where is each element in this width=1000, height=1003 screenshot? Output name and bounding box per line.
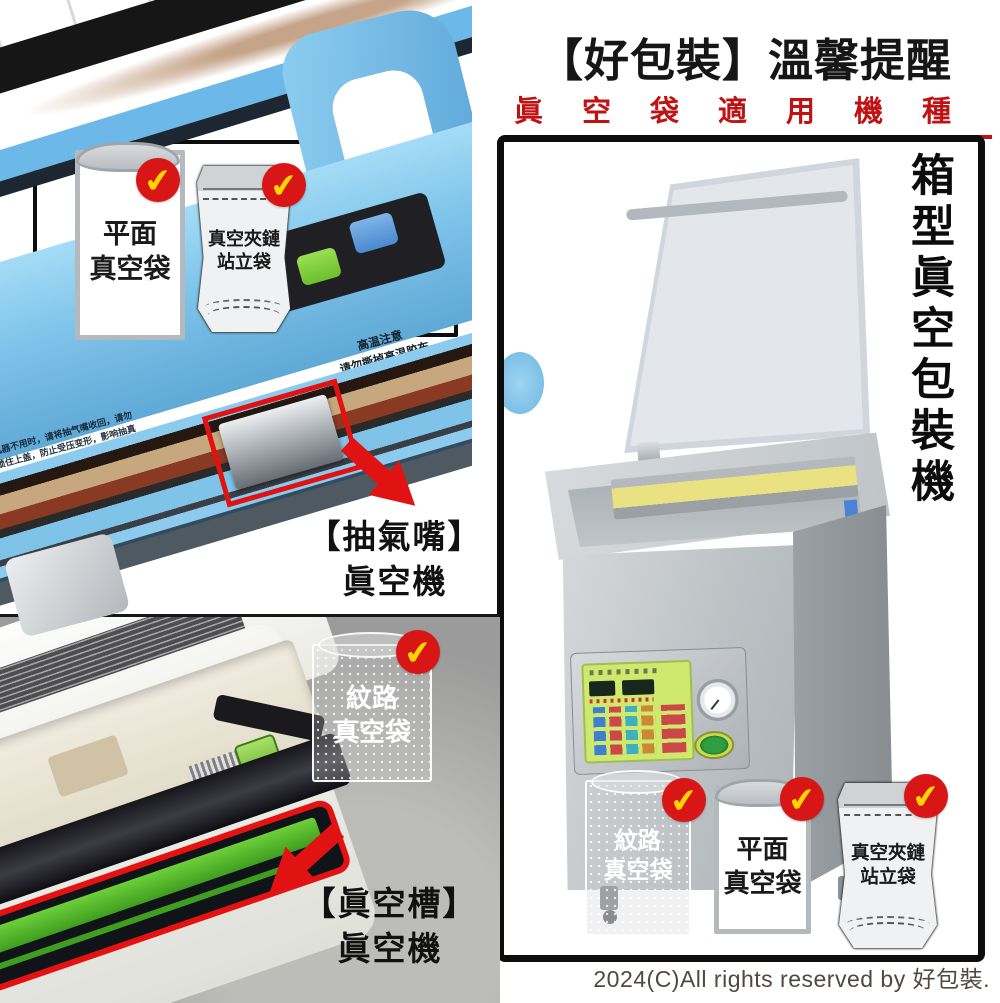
vertical-title: 箱型眞空包裝機 [904,152,953,509]
bag-label: 平面 真空袋 [723,834,802,898]
green-button [295,246,343,287]
control-panel [569,646,751,776]
check-badge: ✔ [396,630,440,674]
control-board [581,659,695,764]
bag-label: 真空夾鏈 站立袋 [850,842,925,888]
check-badge: ✔ [904,774,948,818]
nozzle-callout-label: 【抽氣嘴】 眞空機 [307,518,483,600]
check-icon: ✔ [268,165,300,205]
check-icon: ✔ [402,632,434,672]
pressure-gauge [695,678,740,722]
blue-machine-edge [504,352,544,414]
pouch-gusset [846,915,930,932]
check-icon: ✔ [668,780,700,820]
pouch-gusset [208,305,280,324]
digital-display-1 [588,680,616,697]
check-badge: ✔ [262,163,306,207]
check-badge: ✔ [662,778,706,822]
copyright: 2024(C)All rights reserved by 好包裝. [593,966,990,992]
bag-label: 紋路 真空袋 [332,683,411,747]
groove-callout-label: 【眞空槽】 眞空機 [302,885,478,967]
chamber-machine-frame: 箱型眞空包裝機 [497,135,985,962]
board-markings [589,667,660,676]
ad-title: 【好包裝】溫馨提醒 [537,35,952,86]
blue-button [348,211,400,255]
check-icon: ✔ [786,779,818,819]
pouch-gusset [204,299,284,315]
digital-display-2 [621,679,655,696]
bag-standup: 真空夾鏈 站立袋 [838,783,938,948]
check-badge: ✔ [136,158,180,202]
pouch-zipper [202,187,286,200]
bag-label: 紋路 真空袋 [603,827,673,883]
arrow-down-right-icon [340,437,416,506]
start-button [693,730,735,760]
bag-label: 平面 真空袋 [89,219,171,285]
pouch-gusset [850,921,926,940]
pouch-body: 真空夾鏈 站立袋 [838,783,938,948]
bag-label: 真空夾鏈 站立袋 [208,229,280,273]
check-icon: ✔ [910,776,942,816]
check-icon: ✔ [142,160,174,200]
arrow-down-left-icon [269,823,345,892]
button-column [660,704,687,753]
check-badge: ✔ [780,777,824,821]
pouch-zipper [844,804,932,817]
ad-subtitle: 眞空袋適用機種 [508,88,992,139]
button-grid [592,705,657,756]
indicator-dots [589,697,654,704]
